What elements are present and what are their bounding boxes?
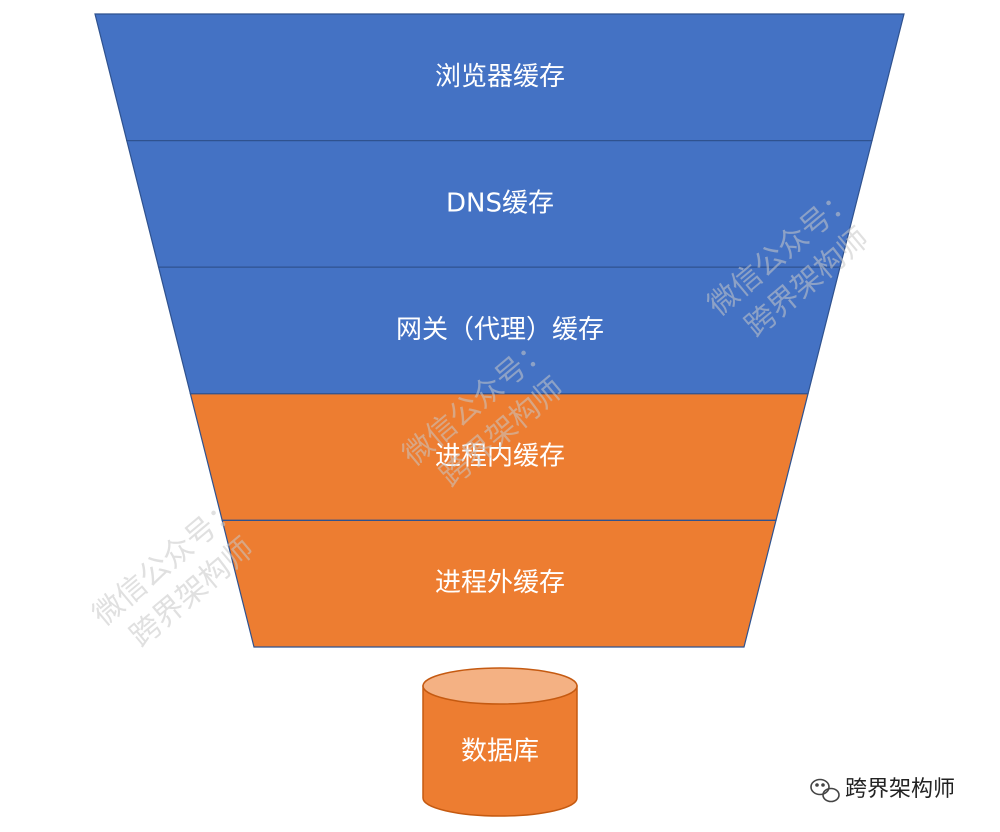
funnel-layer-label: 进程外缓存 (435, 568, 565, 598)
funnel-layer-label: DNS缓存 (446, 188, 554, 218)
funnel-layer-label: 进程内缓存 (435, 442, 565, 472)
database-cylinder: 数据库 (422, 667, 578, 817)
funnel-layer-label: 网关（代理）缓存 (396, 315, 604, 345)
footer-text: 跨界架构师 (845, 777, 955, 802)
database-body (422, 685, 578, 817)
database-top (422, 667, 578, 705)
database-label: 数据库 (461, 737, 539, 767)
wechat-icon (810, 778, 840, 803)
funnel-layer (221, 519, 777, 648)
footer-brand: 跨界架构师 (810, 777, 955, 803)
funnel-layer-label: 浏览器缓存 (435, 62, 565, 92)
